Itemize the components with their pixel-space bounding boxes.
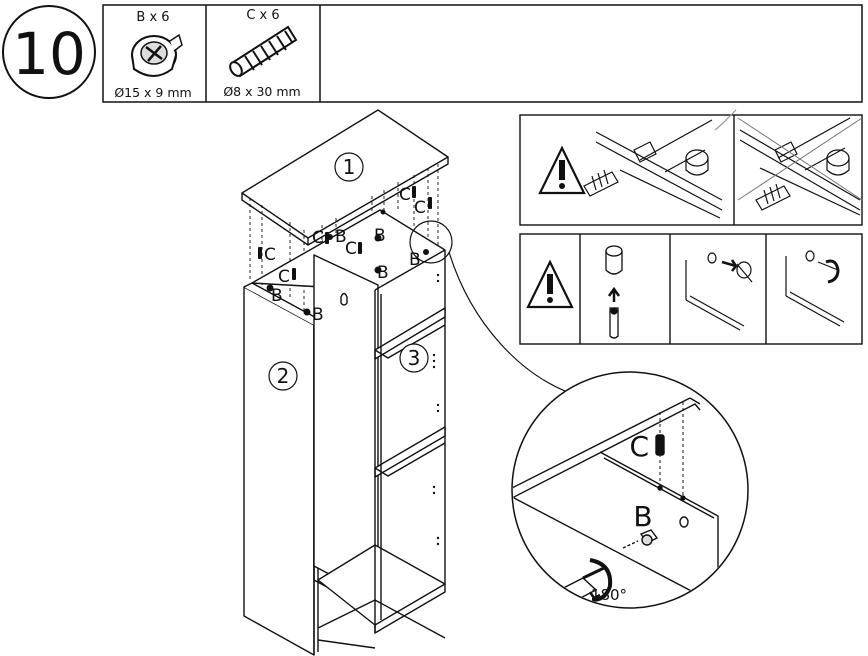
cam-push-illustration [685,252,753,331]
step-badge: 10 [2,5,96,99]
side-panel [243,286,315,656]
warning-panel-cam [519,233,863,345]
part-b-dims: Ø15 x 9 mm [114,85,191,100]
detail-leader [409,220,586,399]
shelf-pin-holes [432,273,440,546]
rotation-label: 180° [591,586,627,604]
step-number: 10 [12,20,86,88]
parts-table: B x 6 Ø15 x 9 mm C x 6 Ø8 x 30 mm [102,4,863,103]
callout-2: 2 [277,364,290,388]
part-c-qty: C x 6 [246,8,279,23]
label-c: C [264,245,276,265]
callout-1: 1 [343,155,356,179]
label-c: C [278,267,290,287]
part-letters: C C C C C C B B B B B B [264,185,426,325]
cam-markers [266,209,429,316]
label-c: C [399,185,411,205]
warning-panel-dowel [519,109,863,226]
detail-label-b: B [633,500,652,533]
cross-icon [737,117,863,201]
warning-icon [538,145,586,195]
label-c: C [312,228,324,248]
label-b: B [409,250,421,270]
label-b: B [335,227,347,247]
label-c: C [414,198,426,218]
cam-lock-icon [131,33,183,77]
callout-3: 3 [408,346,421,370]
part-b-qty: B x 6 [136,10,169,25]
label-b: B [312,305,324,325]
label-b: B [377,263,389,283]
cam-rotate-illustration [785,250,845,327]
panel-callouts: 1 2 3 [268,152,429,391]
warning-icon [526,259,574,309]
label-c: C [345,239,357,259]
cam-insert-illustration [605,245,623,339]
dowel-pin-icon [229,25,298,78]
label-b: B [271,286,283,306]
detail-label-c: C [629,430,649,463]
part-c-dims: Ø8 x 30 mm [223,84,300,99]
detail-magnifier: C B 180° [511,371,749,609]
label-b: B [374,226,386,246]
checkmark-icon [714,109,737,131]
dowel-markers [258,186,432,280]
